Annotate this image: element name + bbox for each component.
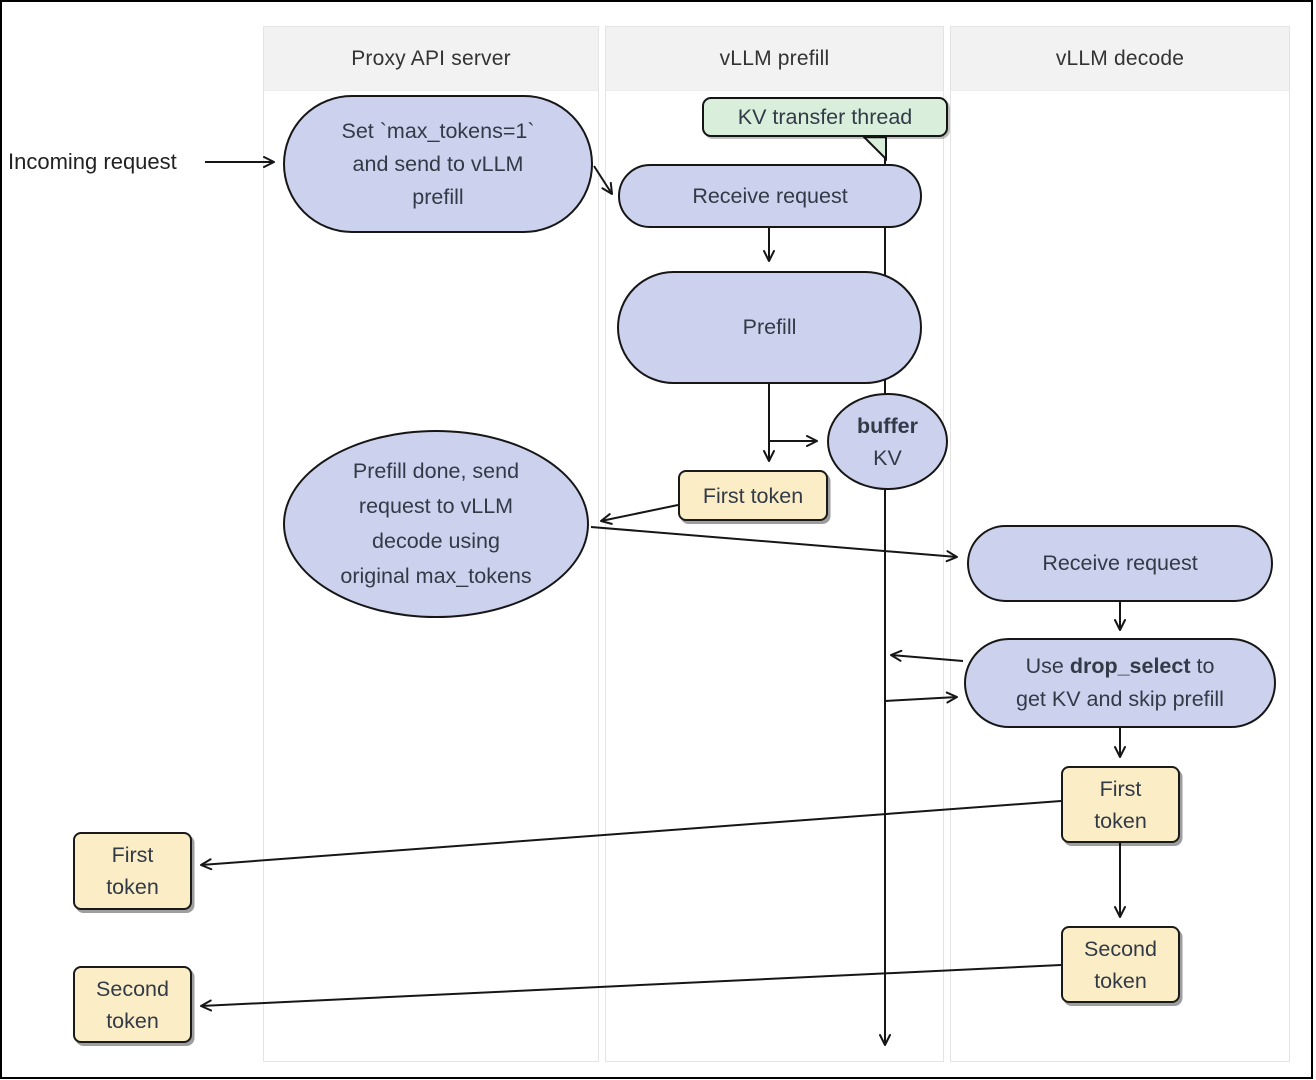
- lane-title-decode: vLLM decode: [1055, 46, 1185, 70]
- node-line: Prefill: [742, 315, 797, 339]
- arrow-second-token-to-proxy-out: [200, 964, 1062, 1012]
- arrow-thread-to-drop-select: [884, 691, 958, 704]
- node-set-max-tokens: Set `max_tokens=1` and send to vLLM pref…: [283, 95, 593, 233]
- node-prefill: Prefill: [617, 271, 922, 384]
- node-line: and send to vLLM: [352, 151, 524, 176]
- node-line: token: [106, 1008, 159, 1033]
- node-line: token: [106, 875, 159, 899]
- node-line: request to vLLM: [358, 494, 514, 518]
- node-text: to: [1190, 654, 1215, 678]
- node-line: original max_tokens: [340, 564, 532, 588]
- node-line: Second: [1084, 936, 1157, 961]
- node-line: KV transfer thread: [737, 104, 913, 129]
- node-line: First token: [702, 483, 804, 508]
- lane-title-prefill: vLLM prefill: [719, 46, 830, 70]
- node-line: Set `max_tokens=1`: [341, 118, 535, 143]
- node-line: token: [1094, 968, 1147, 993]
- node-line: First: [111, 843, 154, 867]
- node-line: buffer: [857, 413, 918, 438]
- node-line: token: [1094, 808, 1147, 833]
- node-drop-select: Use drop_select to get KV and skip prefi…: [964, 638, 1276, 728]
- node-line: Prefill done, send: [352, 459, 520, 483]
- incoming-request-label: Incoming request: [8, 149, 177, 174]
- node-kv-transfer-thread: KV transfer thread: [702, 97, 948, 137]
- node-line: decode using: [372, 529, 500, 553]
- node-second-token-output: Second token: [73, 966, 192, 1043]
- arrow-first-token-to-proxy-out: [200, 800, 1062, 871]
- lane-header-proxy: Proxy API server: [264, 27, 598, 91]
- node-prefill-done: Prefill done, send request to vLLM decod…: [283, 430, 589, 618]
- node-first-token-prefill: First token: [678, 470, 828, 521]
- arrow-drop-select-to-thread: [890, 649, 964, 662]
- node-line: KV: [873, 445, 902, 470]
- node-text: Use: [1025, 654, 1070, 678]
- node-second-token-decode: Second token: [1061, 926, 1180, 1003]
- arrow-first-token-to-prefill-done: [600, 504, 679, 525]
- node-first-token-output: First token: [73, 832, 192, 910]
- node-line: get KV and skip prefill: [1016, 687, 1224, 711]
- lane-header-decode: vLLM decode: [951, 27, 1289, 91]
- lane-header-prefill: vLLM prefill: [606, 27, 943, 91]
- node-line: Receive request: [692, 183, 848, 208]
- arrow-prefill-done-to-decode-receive: [590, 526, 958, 563]
- lane-title-proxy: Proxy API server: [351, 46, 511, 70]
- node-receive-request-decode: Receive request: [967, 525, 1273, 602]
- node-receive-request-prefill: Receive request: [618, 164, 922, 228]
- arrow-proxy-to-prefill-receive: [593, 165, 613, 195]
- node-line: Receive request: [1042, 551, 1198, 575]
- node-text-bold: drop_select: [1069, 654, 1191, 678]
- node-line: prefill: [412, 184, 464, 209]
- kv-thread-callout-tail: [861, 136, 887, 162]
- node-line: Second: [96, 976, 169, 1001]
- node-first-token-decode: First token: [1061, 766, 1180, 843]
- node-line: First: [1099, 776, 1142, 801]
- node-line: Use drop_select to: [1026, 650, 1215, 683]
- node-buffer-kv: buffer KV: [827, 393, 948, 490]
